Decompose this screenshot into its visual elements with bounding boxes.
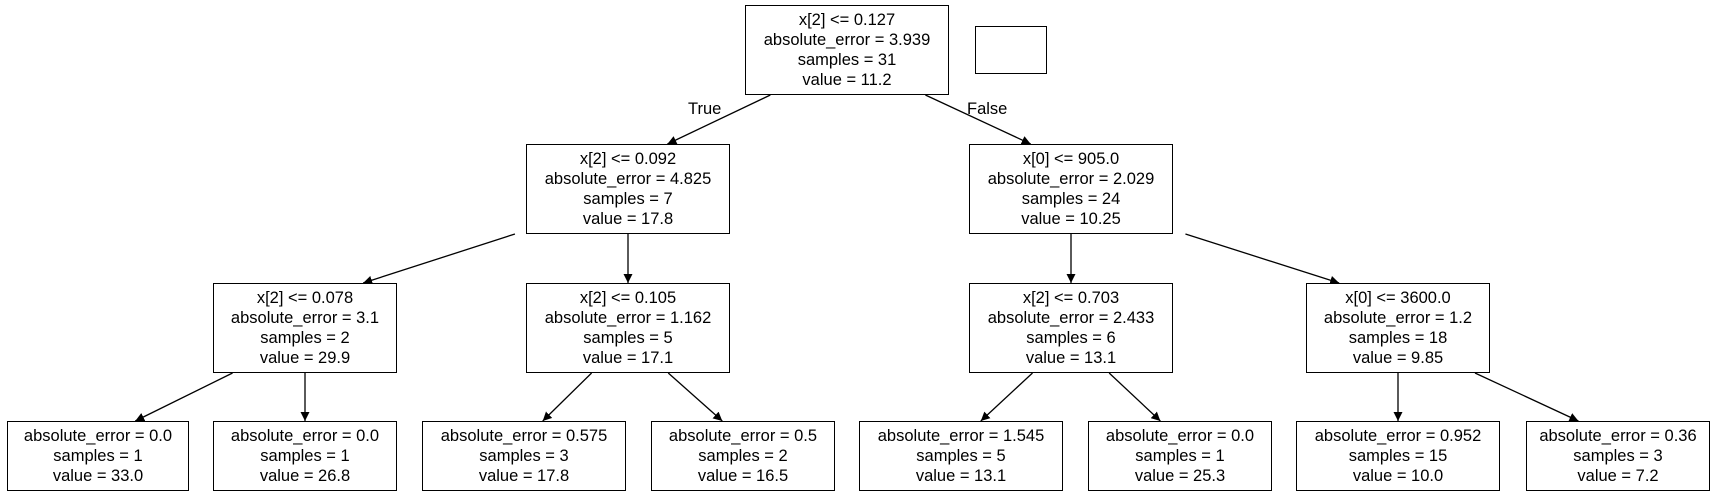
tree-edge-n12-n14 [1474, 372, 1579, 422]
node-line: samples = 15 [1348, 447, 1448, 465]
node-line: absolute_error = 1.2 [1323, 309, 1473, 327]
node-line: absolute_error = 2.029 [987, 170, 1155, 188]
node-line: absolute_error = 4.825 [544, 170, 712, 188]
tree-edge-n2-n3 [134, 372, 233, 422]
tree-edge-n1-n2 [362, 233, 516, 285]
node-line: samples = 3 [1573, 447, 1663, 465]
node-line: x[2] <= 0.703 [1022, 289, 1120, 307]
node-line: samples = 5 [583, 329, 673, 347]
node-line: samples = 3 [479, 447, 569, 465]
tree-node-n9: x[2] <= 0.703 absolute_error = 2.433 sampl… [969, 283, 1173, 373]
node-line: value = 29.9 [259, 349, 351, 367]
node-line: value = 10.0 [1352, 467, 1444, 485]
node-line: samples = 6 [1026, 329, 1116, 347]
edge-label-true: True [688, 100, 722, 118]
tree-node-n6: absolute_error = 0.575 samples = 3 value =… [422, 421, 626, 491]
node-line: value = 16.5 [697, 467, 789, 485]
node-line: samples = 24 [1021, 190, 1121, 208]
node-line: samples = 7 [583, 190, 673, 208]
node-line: x[2] <= 0.092 [579, 150, 677, 168]
node-line: value = 11.2 [802, 71, 892, 89]
node-line: x[0] <= 905.0 [1022, 150, 1120, 168]
tree-node-n2: x[2] <= 0.078 absolute_error = 3.1 samples… [213, 283, 397, 373]
node-line: value = 10.25 [1021, 210, 1121, 228]
node-line: absolute_error = 0.5 [668, 427, 818, 445]
node-line: absolute_error = 2.433 [987, 309, 1155, 327]
node-line: value = 25.3 [1134, 467, 1226, 485]
node-line: value = 26.8 [259, 467, 351, 485]
tree-node-n14: absolute_error = 0.36 samples = 3 value = … [1526, 421, 1710, 491]
node-line: value = 13.1 [915, 467, 1007, 485]
node-line: x[2] <= 0.078 [256, 289, 354, 307]
tree-node-n7: absolute_error = 0.5 samples = 2 value = 1… [651, 421, 835, 491]
node-line: samples = 1 [260, 447, 350, 465]
node-line: value = 33.0 [52, 467, 144, 485]
node-line: absolute_error = 3.939 [763, 31, 931, 49]
node-line: value = 9.85 [1352, 349, 1444, 367]
node-line: value = 17.8 [582, 210, 674, 228]
node-line: absolute_error = 0.0 [1105, 427, 1255, 445]
node-line: absolute_error = 1.162 [544, 309, 712, 327]
node-line: samples = 2 [260, 329, 350, 347]
tree-node-n4: absolute_error = 0.0 samples = 1 value = 2… [213, 421, 397, 491]
tree-edge-n5-n6 [542, 372, 593, 422]
node-line: samples = 18 [1348, 329, 1448, 347]
node-line: absolute_error = 3.1 [230, 309, 380, 327]
node-line: absolute_error = 0.0 [230, 427, 380, 445]
tree-node-n11: absolute_error = 0.0 samples = 1 value = 2… [1088, 421, 1272, 491]
tree-node-n12: x[0] <= 3600.0 absolute_error = 1.2 sample… [1306, 283, 1490, 373]
tree-node-n10: absolute_error = 1.545 samples = 5 value =… [859, 421, 1063, 491]
tree-edge-n0-n8 [925, 94, 1031, 145]
node-line: value = 13.1 [1025, 349, 1117, 367]
tree-node-n0: x[2] <= 0.127 absolute_error = 3.939 sampl… [745, 5, 949, 95]
node-line: absolute_error = 0.0 [23, 427, 173, 445]
node-line: absolute_error = 0.575 [440, 427, 608, 445]
node-line: absolute_error = 1.545 [877, 427, 1045, 445]
tree-edge-n0-n1 [667, 94, 771, 145]
tree-node-n13: absolute_error = 0.952 samples = 15 value … [1296, 421, 1500, 491]
tree-edge-n8-n12 [1185, 233, 1340, 285]
tree-node-n5: x[2] <= 0.105 absolute_error = 1.162 sampl… [526, 283, 730, 373]
node-line: value = 17.1 [582, 349, 674, 367]
tree-node-n3: absolute_error = 0.0 samples = 1 value = 3… [7, 421, 189, 491]
node-line: absolute_error = 0.36 [1539, 427, 1697, 445]
node-line: samples = 31 [797, 51, 897, 69]
edge-label-false: False [967, 100, 1008, 118]
node-line: value = 17.8 [478, 467, 570, 485]
node-line: samples = 1 [53, 447, 143, 465]
node-line: samples = 5 [916, 447, 1006, 465]
node-line: x[2] <= 0.127 [798, 11, 896, 29]
node-line: samples = 1 [1135, 447, 1225, 465]
node-line: x[2] <= 0.105 [579, 289, 677, 307]
tree-node-n8: x[0] <= 905.0 absolute_error = 2.029 sampl… [969, 144, 1173, 234]
node-line: x[0] <= 3600.0 [1345, 289, 1451, 307]
tree-node-n1: x[2] <= 0.092 absolute_error = 4.825 sampl… [526, 144, 730, 234]
node-line: absolute_error = 0.952 [1314, 427, 1482, 445]
tree-edge-n9-n11 [1108, 372, 1161, 422]
node-line: value = 7.2 [1577, 467, 1659, 485]
tree-edge-n9-n10 [980, 372, 1033, 422]
empty-legend-box [975, 26, 1047, 74]
tree-edge-n5-n7 [667, 372, 723, 422]
node-line: samples = 2 [698, 447, 788, 465]
